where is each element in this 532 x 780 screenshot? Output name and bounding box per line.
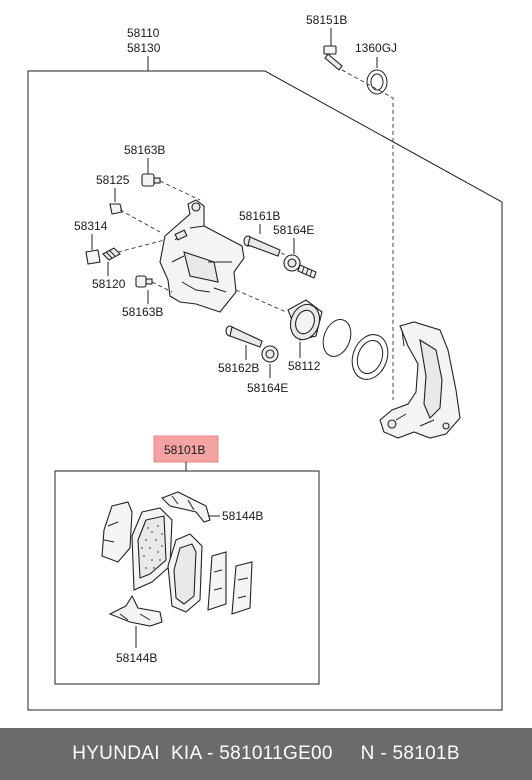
label-58164e-upper: 58164E	[273, 223, 314, 237]
label-58110: 58110	[127, 26, 160, 40]
label-58144b-upper: 58144B	[222, 509, 263, 523]
label-58101b-highlight: 58101B	[164, 443, 205, 457]
guide-pin-upper	[243, 235, 281, 257]
caliper-bracket	[379, 321, 461, 439]
anti-squeal-clip-lower	[108, 594, 163, 627]
label-58161b: 58161B	[239, 209, 280, 223]
label-58144b-lower: 58144B	[116, 651, 157, 665]
label-58163b-lower: 58163B	[122, 305, 163, 319]
part-number-footer: HYUNDAI KIA - 581011GE00 N - 58101B	[0, 728, 532, 780]
piston	[287, 299, 323, 341]
guide-line-bolt	[341, 69, 394, 400]
caliper-bolt-upper	[141, 173, 161, 187]
label-58125: 58125	[96, 173, 130, 187]
dust-boot	[351, 334, 389, 380]
highlight-badge	[153, 435, 219, 463]
bleeder-valve	[102, 247, 121, 261]
caliper-bolt-lower	[135, 275, 153, 288]
pad-shim-left	[101, 501, 133, 563]
bleed-screw	[109, 203, 123, 215]
brake-pad-outer	[167, 533, 203, 613]
pin-boot-lower	[261, 345, 279, 363]
exploded-parts-diagram: 58110 58130 58151B 1360GJ 58163B 58125 5…	[27, 13, 503, 711]
label-58162b: 58162B	[218, 361, 259, 375]
label-58120: 58120	[92, 277, 126, 291]
guide-bolt	[323, 45, 343, 71]
pad-shim-right-b	[231, 561, 253, 615]
caliper-assembly-frame	[27, 70, 503, 711]
label-58164e-lower: 58164E	[247, 381, 288, 395]
label-1360gj: 1360GJ	[355, 41, 397, 55]
bleeder-cap	[85, 249, 101, 265]
pad-kit-frame	[54, 470, 320, 685]
pad-shim-right-a	[207, 551, 227, 611]
label-58112: 58112	[288, 359, 321, 373]
label-58163b-upper: 58163B	[124, 143, 165, 157]
o-ring	[366, 69, 388, 95]
label-58314: 58314	[74, 219, 108, 233]
piston-seal	[322, 319, 352, 357]
brake-pad-inner	[131, 507, 173, 591]
pin-boot-upper	[283, 254, 317, 279]
guide-pin-lower	[225, 325, 263, 348]
label-58130: 58130	[127, 41, 161, 55]
label-58151b: 58151B	[306, 13, 347, 27]
caliper-housing	[159, 199, 245, 313]
anti-squeal-clip-upper	[161, 491, 211, 523]
